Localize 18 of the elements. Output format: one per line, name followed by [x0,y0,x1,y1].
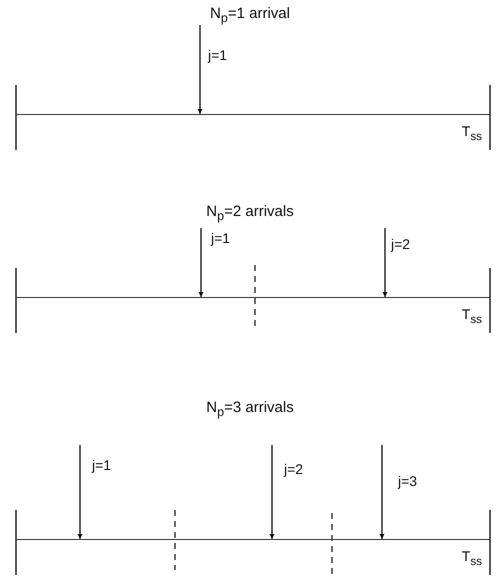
edge-label: j=2 [284,461,304,477]
edge-label: j=1 [92,457,112,473]
panel-title: N$_{p}$=1 arrival [210,5,290,25]
edge-label: j=1 [211,230,230,246]
arrow [380,445,384,539]
edge-label: j=3 [398,473,418,489]
period-label: T$_{ss}$ [462,123,482,144]
period-label: T$_{ss}$ [462,548,482,568]
arrow [382,228,388,297]
edge-label: j=2 [391,236,410,252]
arrow [270,445,274,539]
panel-title: N$_{p}$=3 arrivals [206,399,294,419]
arrow [198,25,202,114]
period-label: T$_{ss}$ [462,306,482,326]
edge-label: j=1 [208,47,228,63]
arrow [198,228,204,297]
panel-title: N$_{p}$=2 arrivals [206,203,294,223]
arrow [78,445,82,539]
